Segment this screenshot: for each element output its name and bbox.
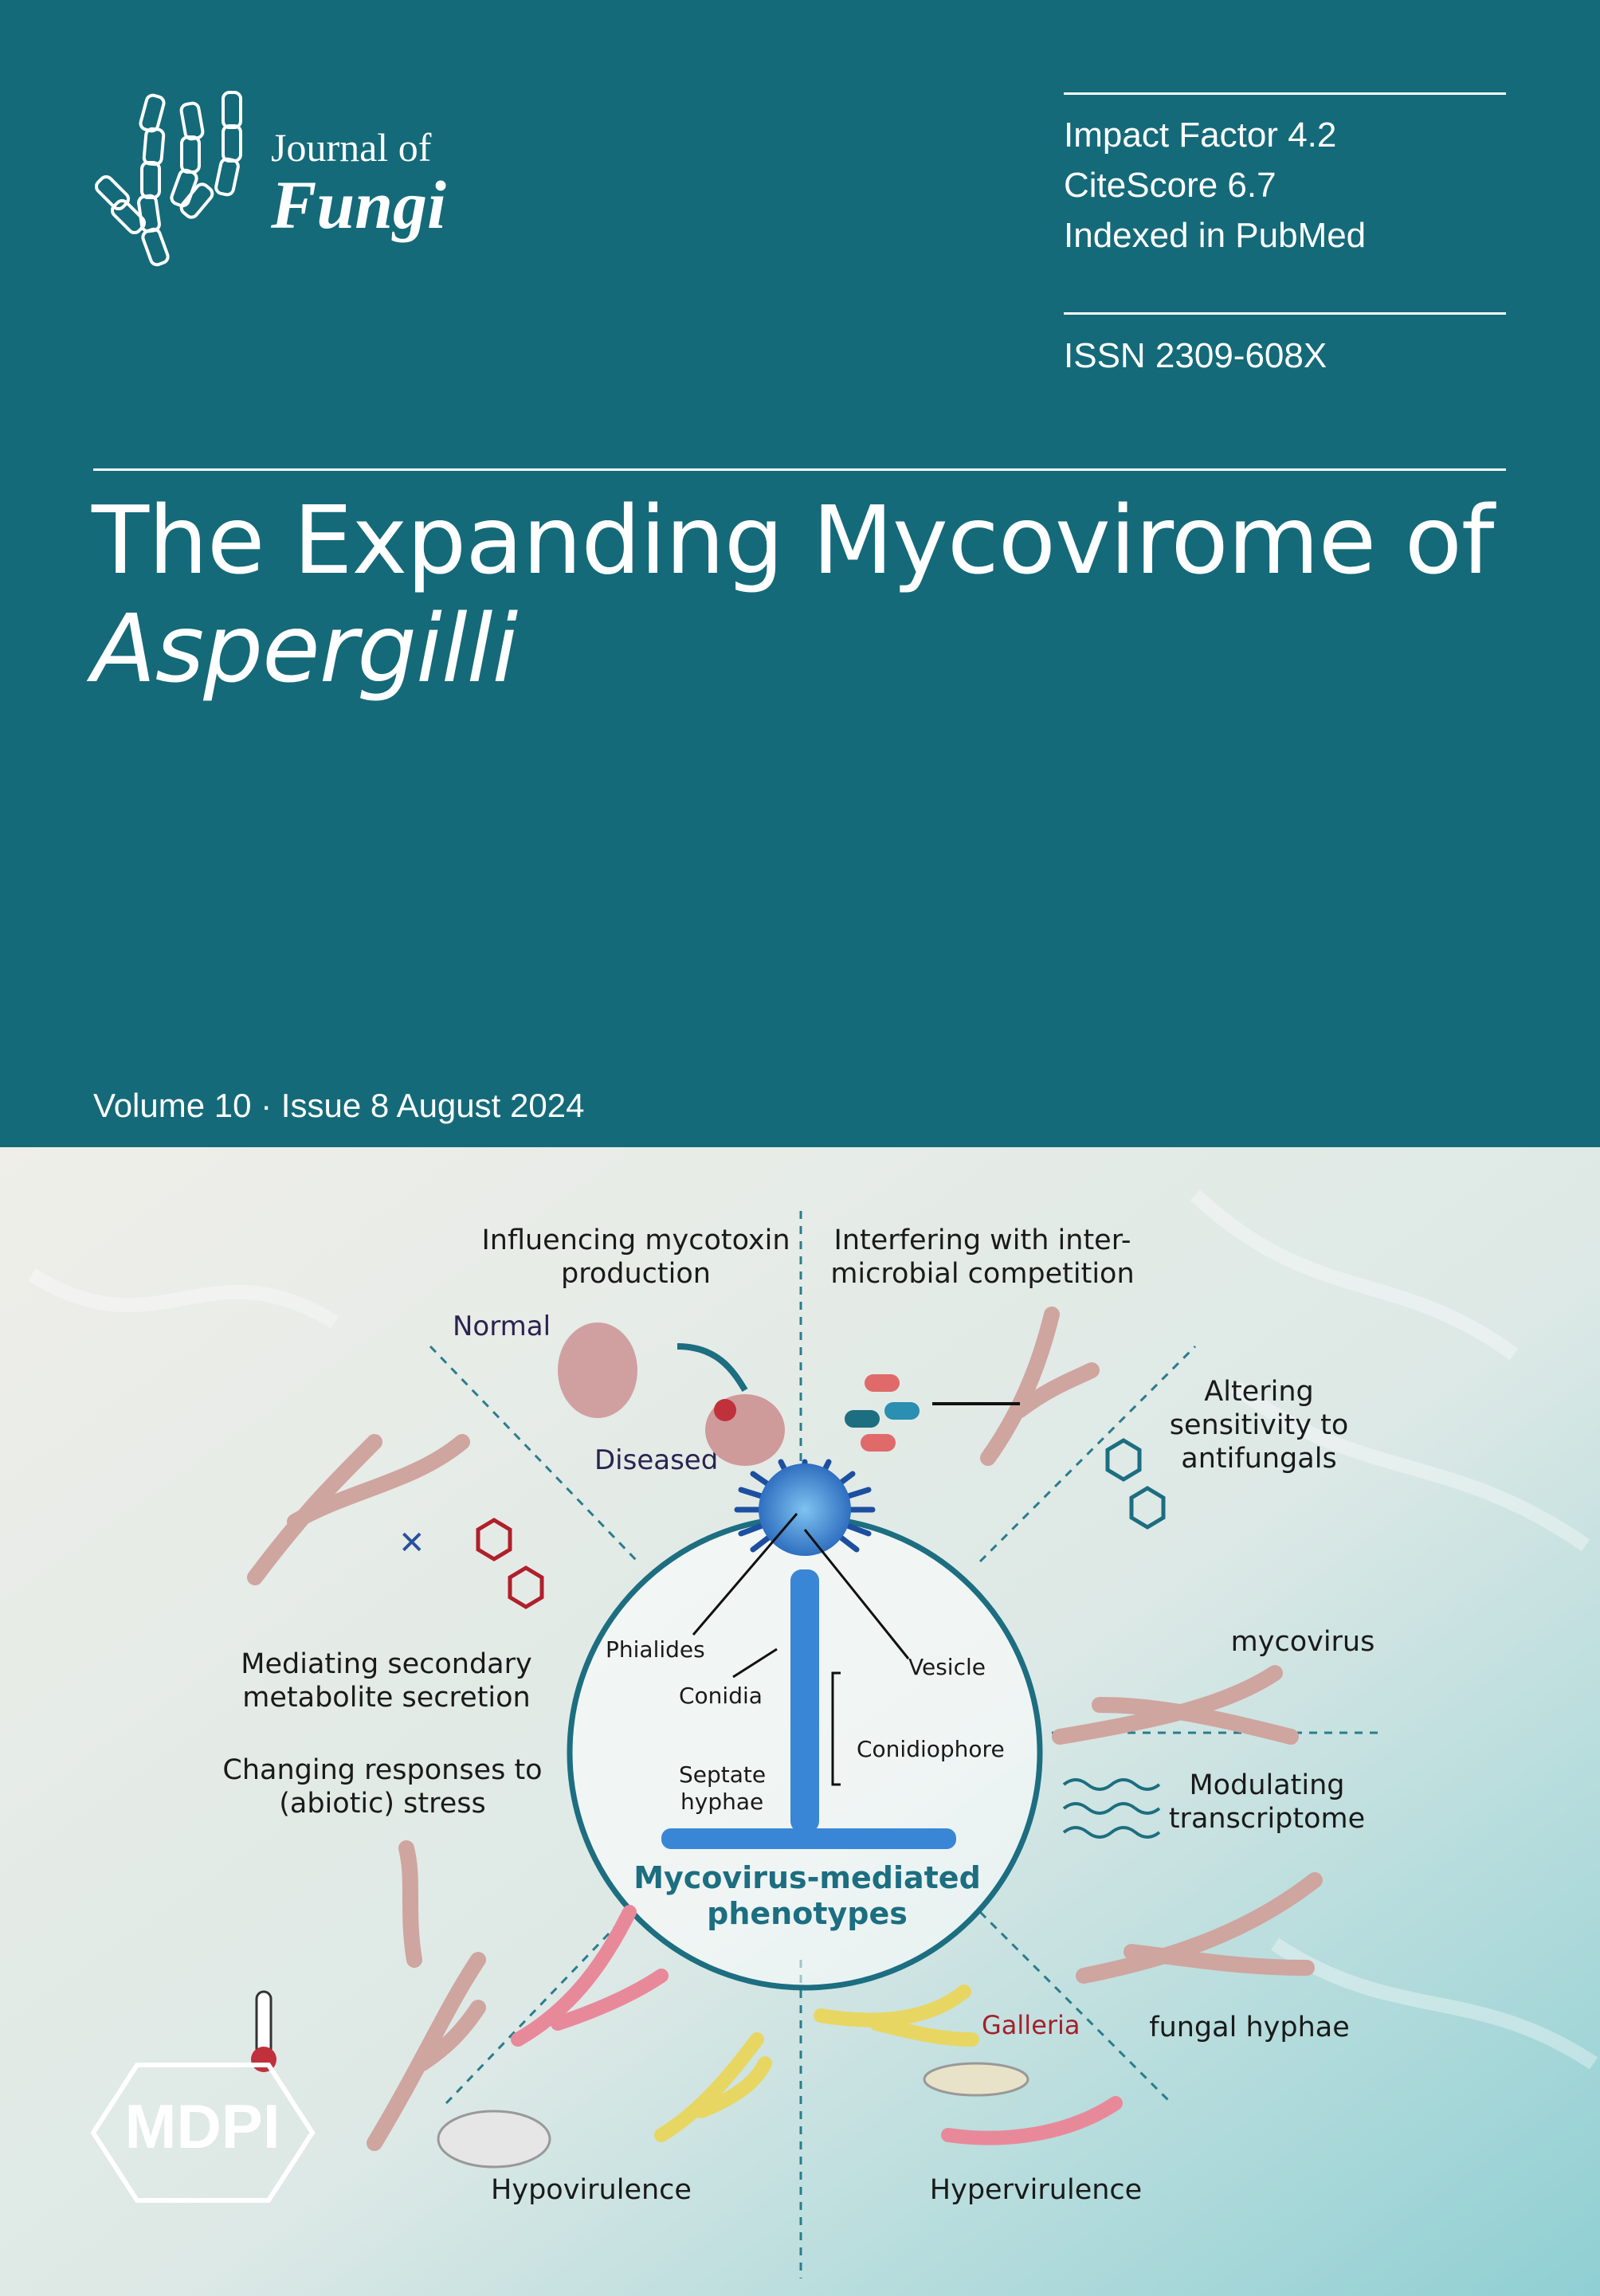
label-vesicle: Vesicle — [908, 1654, 986, 1680]
article-title-line2: Aspergilli — [92, 594, 518, 703]
label-septate: Septate — [679, 1761, 766, 1788]
article-title-line1: The Expanding Mycovirome of — [92, 485, 1494, 595]
competition-label-line1: Interfering with inter- — [834, 1224, 1131, 1256]
galleria-label: Galleria — [982, 2010, 1080, 2040]
article-title: The Expanding Mycovirome of Aspergilli — [92, 485, 1494, 703]
divider-middle — [1064, 312, 1506, 315]
larva-icon — [923, 2062, 1029, 2097]
hyphae-illustrations — [247, 1307, 1323, 2151]
volume-issue: Volume 10 · Issue 8 August 2024 — [93, 1087, 585, 1124]
fungi-hyphae-logo-icon — [94, 91, 242, 267]
antifungal-label-line1: Altering — [1204, 1376, 1313, 1408]
wave-icon — [1062, 1778, 1161, 1839]
antifungal-molecule-icon — [1105, 1438, 1166, 1530]
secondary-label-line1: Mediating secondary — [241, 1648, 531, 1680]
divider-top — [1064, 92, 1506, 95]
brain-normal-icon — [558, 1322, 637, 1418]
center-title-line2: phenotypes — [707, 1896, 908, 1931]
issn: ISSN 2309-608X — [1064, 336, 1327, 375]
mouse-icon — [437, 2110, 551, 2169]
secondary-label-line2: metabolite secretion — [242, 1682, 530, 1714]
label-phialides: Phialides — [606, 1636, 705, 1663]
cover-header — [0, 0, 1600, 1147]
stress-label-line2: (abiotic) stress — [279, 1788, 486, 1820]
mdpi-logo-icon: MDPI — [90, 2063, 316, 2203]
hypervirulence-label: Hypervirulence — [930, 2174, 1142, 2206]
diseased-label: Diseased — [594, 1444, 718, 1476]
hypovirulence-label: Hypovirulence — [491, 2174, 692, 2206]
divider-title — [93, 468, 1506, 471]
indexed-in: Indexed in PubMed — [1064, 216, 1367, 255]
center-title-line1: Mycovirus-mediated — [633, 1860, 981, 1895]
label-hyphae: hyphae — [680, 1789, 763, 1815]
cover-illustration: Phialides Vesicle Conidia Conidiophore S… — [0, 1147, 1600, 2296]
journal-name-line2: Fungi — [271, 167, 446, 243]
mycotoxin-label-line2: production — [561, 1258, 711, 1290]
cross-icon: ✕ — [398, 1525, 425, 1561]
impact-factor: Impact Factor 4.2 — [1064, 116, 1337, 155]
antifungal-label-line2: sensitivity to — [1170, 1409, 1349, 1441]
antifungal-label-line3: antifungals — [1181, 1443, 1336, 1475]
competition-label-line2: microbial competition — [830, 1258, 1134, 1290]
arrow-disease-icon — [676, 1343, 748, 1393]
journal-name-line1: Journal of — [271, 125, 432, 170]
fungal-hyphae-label: fungal hyphae — [1149, 2012, 1349, 2043]
label-conidiophore: Conidiophore — [857, 1736, 1005, 1762]
molecule-icon — [476, 1518, 544, 1609]
journal-name: Journal of Fungi — [271, 126, 446, 241]
label-conidia: Conidia — [679, 1683, 763, 1709]
journal-metrics: Impact Factor 4.2 CiteScore 6.7 Indexed … — [1064, 110, 1366, 261]
section-dividers — [429, 1211, 1378, 2278]
citescore: CiteScore 6.7 — [1064, 166, 1276, 205]
brain-diseased-icon — [705, 1394, 785, 1466]
mycovirus-label: mycovirus — [1231, 1626, 1375, 1658]
conidiophore-icon — [661, 1459, 956, 1849]
mycotoxin-label-line1: Influencing mycotoxin — [481, 1224, 790, 1256]
bacteria-icon — [845, 1374, 920, 1452]
stress-label-line1: Changing responses to — [222, 1754, 542, 1786]
normal-label: Normal — [453, 1311, 551, 1342]
transcriptome-label-line2: transcriptome — [1169, 1803, 1365, 1835]
transcriptome-label-line1: Modulating — [1189, 1769, 1344, 1801]
publisher-name: MDPI — [125, 2091, 280, 2161]
